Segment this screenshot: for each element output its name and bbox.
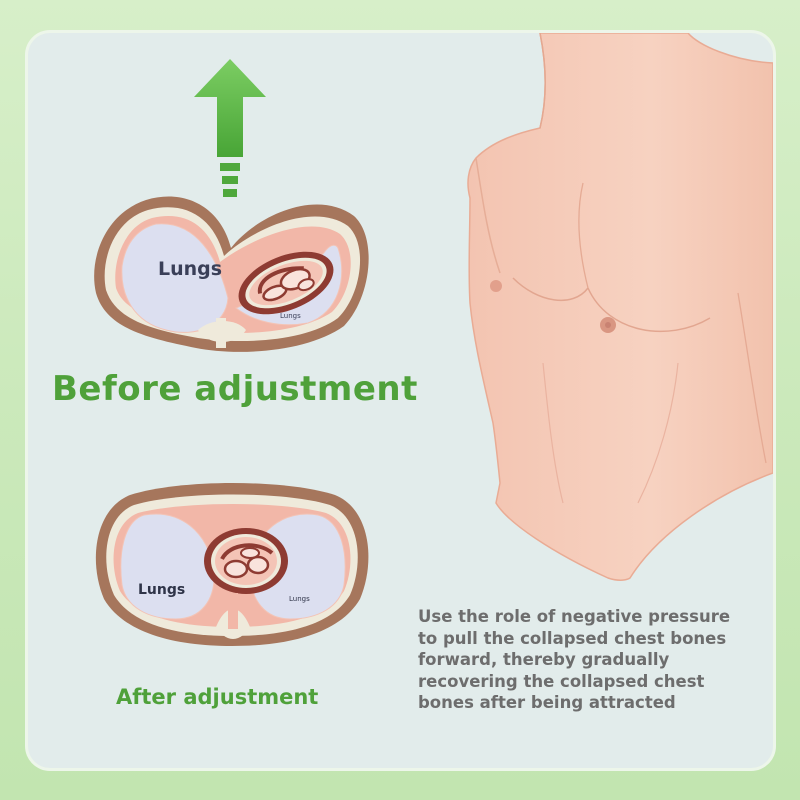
- after-lung-left-label: Lungs: [138, 582, 185, 598]
- after-lung-right-label: Lungs: [289, 595, 310, 603]
- before-cross-section: Lungs Lungs: [94, 196, 369, 352]
- after-adjustment-title: After adjustment: [116, 685, 319, 709]
- after-cross-section: Lungs Lungs: [95, 483, 369, 646]
- up-arrow-icon: [194, 59, 266, 197]
- diagram-panel: Lungs Lungs Before adjustment Lungs Lung…: [28, 33, 773, 768]
- description-line: forward, thereby gradually: [418, 650, 670, 669]
- description-text: Use the role of negative pressure to pul…: [418, 606, 768, 714]
- before-lung-right-label: Lungs: [280, 312, 301, 320]
- torso-illustration: [467, 33, 773, 581]
- before-adjustment-title: Before adjustment: [52, 369, 418, 409]
- description-line: to pull the collapsed chest bones: [418, 628, 727, 648]
- description-line: recovering the collapsed chest: [418, 671, 705, 691]
- before-lung-left-label: Lungs: [158, 258, 222, 280]
- description-line: bones after being attracted: [418, 693, 676, 712]
- description-line: Use the role of negative pressure: [418, 607, 731, 626]
